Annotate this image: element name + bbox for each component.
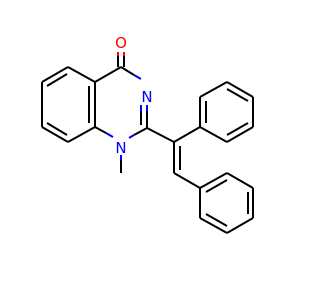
bond-ph1-f bbox=[199, 126, 228, 143]
bond-ch-phenyl2 bbox=[173, 172, 201, 189]
bond-c7-c8 bbox=[41, 126, 69, 143]
bond-ph2-e bbox=[199, 217, 228, 234]
bond-ph1-e bbox=[226, 126, 254, 143]
atom-labels: O N N bbox=[115, 34, 153, 157]
bond-vinyl-phenyl1 bbox=[173, 126, 201, 143]
bond-ph1-e-inner bbox=[226, 122, 249, 136]
bond-c4-n3-blue bbox=[133, 74, 142, 80]
atom-label-oxygen: O bbox=[115, 34, 127, 52]
bond-c4-n3-black bbox=[120, 66, 135, 76]
bond-ph2-e-inner bbox=[205, 213, 228, 227]
bond-ph1-c-inner bbox=[226, 88, 249, 102]
structure-diagram: O N N bbox=[41, 34, 254, 234]
bond-n1-c8a-black bbox=[94, 126, 107, 134]
bond-c4a-c5 bbox=[67, 66, 96, 83]
bond-c7-c8-inner bbox=[46, 122, 68, 136]
carbon-skeleton bbox=[41, 52, 254, 234]
bond-c5-c6 bbox=[41, 66, 69, 83]
bond-n1-c8a-blue bbox=[105, 132, 114, 138]
bond-ph2-a bbox=[199, 172, 228, 189]
bond-c8-c8a bbox=[67, 126, 96, 143]
bond-c2-n1-black bbox=[133, 127, 148, 136]
bond-ph1-b bbox=[199, 81, 228, 98]
bond-c2-vinyl bbox=[146, 127, 175, 143]
bond-c2-n1-blue bbox=[128, 134, 135, 139]
bond-c4-c4a bbox=[94, 66, 122, 83]
bond-ph1-c bbox=[226, 81, 254, 98]
bond-ph2-a-inner bbox=[205, 179, 228, 193]
bond-c5-c6-inner bbox=[46, 73, 68, 87]
bond-ph2-b bbox=[226, 172, 254, 189]
atom-label-nitrogen-3: N bbox=[141, 88, 152, 106]
atom-label-nitrogen-1: N bbox=[115, 139, 126, 157]
bond-ph2-d bbox=[226, 217, 254, 234]
